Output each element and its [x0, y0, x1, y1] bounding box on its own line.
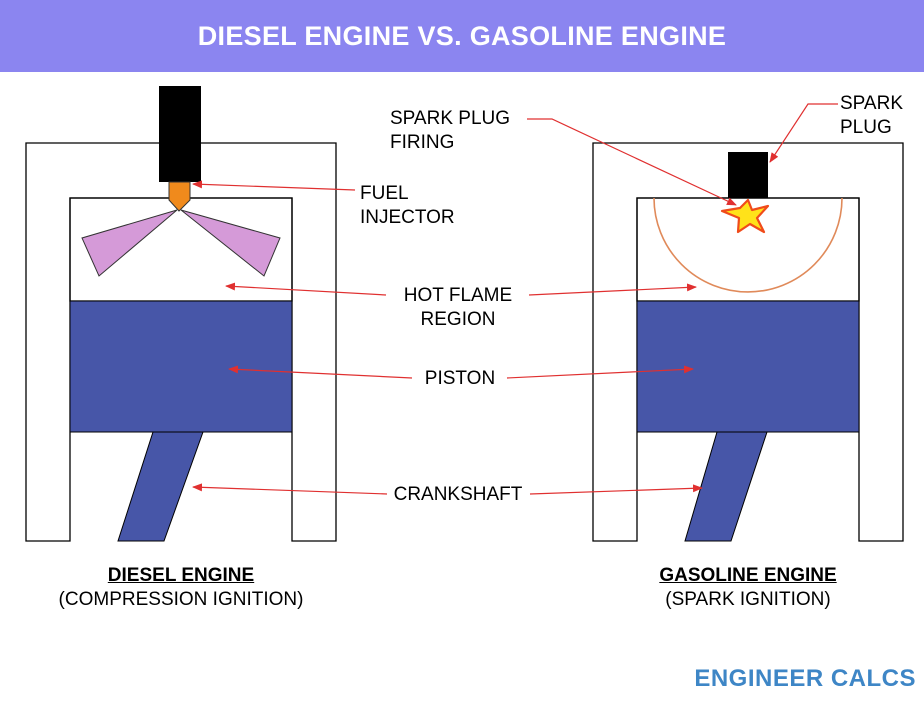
diesel-injector-tip: [168, 181, 191, 212]
brand-logo: ENGINEER CALCS: [694, 665, 916, 692]
gasoline-caption-title: GASOLINE ENGINE: [659, 565, 837, 586]
arrow-crankshaft-right: [529, 484, 703, 495]
arrow-fuel-injector: [192, 180, 356, 191]
gasoline-spark-plug-body: [728, 152, 768, 198]
label-hot-flame-region-line2: REGION: [420, 309, 496, 330]
label-piston: PISTON: [424, 368, 496, 389]
arrow-spark-plug: [769, 103, 838, 163]
label-spark-plug-firing: SPARK PLUG FIRING: [390, 107, 510, 155]
label-crankshaft: CRANKSHAFT: [393, 484, 523, 505]
diesel-caption: DIESEL ENGINE (COMPRESSION IGNITION): [26, 564, 336, 612]
arrow-hot-flame-right: [528, 283, 697, 296]
diesel-connecting-rod: [117, 431, 204, 542]
label-spark-plug-line2: PLUG: [840, 117, 892, 138]
label-fuel-injector-line1: FUEL: [360, 183, 409, 204]
gasoline-caption-subtitle: (SPARK IGNITION): [665, 589, 831, 610]
leader-arrows: [192, 103, 838, 495]
diesel-piston: [69, 300, 293, 433]
label-fuel-injector-line2: INJECTOR: [360, 207, 455, 228]
arrow-spark-plug-firing: [527, 118, 737, 206]
arrow-hot-flame-left: [225, 282, 387, 296]
page-title: DIESEL ENGINE VS. GASOLINE ENGINE: [197, 20, 727, 51]
arrow-piston-right: [506, 365, 694, 379]
label-spark-plug-firing-line2: FIRING: [390, 132, 455, 153]
gasoline-connecting-rod: [684, 431, 768, 542]
arrow-crankshaft-left: [192, 483, 388, 495]
diesel-injector-body: [159, 86, 201, 182]
spark-icon: [720, 198, 770, 234]
gasoline-flame-front-arc: [653, 197, 843, 293]
label-spark-plug-firing-line1: SPARK PLUG: [390, 108, 511, 129]
label-hot-flame-region-line1: HOT FLAME: [403, 285, 513, 306]
gasoline-engine: [592, 142, 904, 542]
diesel-engine: [25, 86, 337, 542]
diesel-caption-title: DIESEL ENGINE: [107, 565, 255, 586]
diesel-fuel-spray-right: [180, 209, 281, 277]
label-fuel-injector: FUEL INJECTOR: [360, 182, 455, 230]
label-spark-plug: SPARK PLUG: [840, 92, 903, 140]
diesel-caption-subtitle: (COMPRESSION IGNITION): [58, 589, 304, 610]
arrow-piston-left: [228, 365, 413, 379]
title-bar: DIESEL ENGINE VS. GASOLINE ENGINE: [0, 0, 924, 72]
gasoline-piston: [636, 300, 860, 433]
label-spark-plug-line1: SPARK: [840, 93, 904, 114]
label-hot-flame-region: HOT FLAME REGION: [378, 284, 538, 332]
diesel-fuel-spray-left: [81, 209, 178, 277]
gasoline-caption: GASOLINE ENGINE (SPARK IGNITION): [593, 564, 903, 612]
